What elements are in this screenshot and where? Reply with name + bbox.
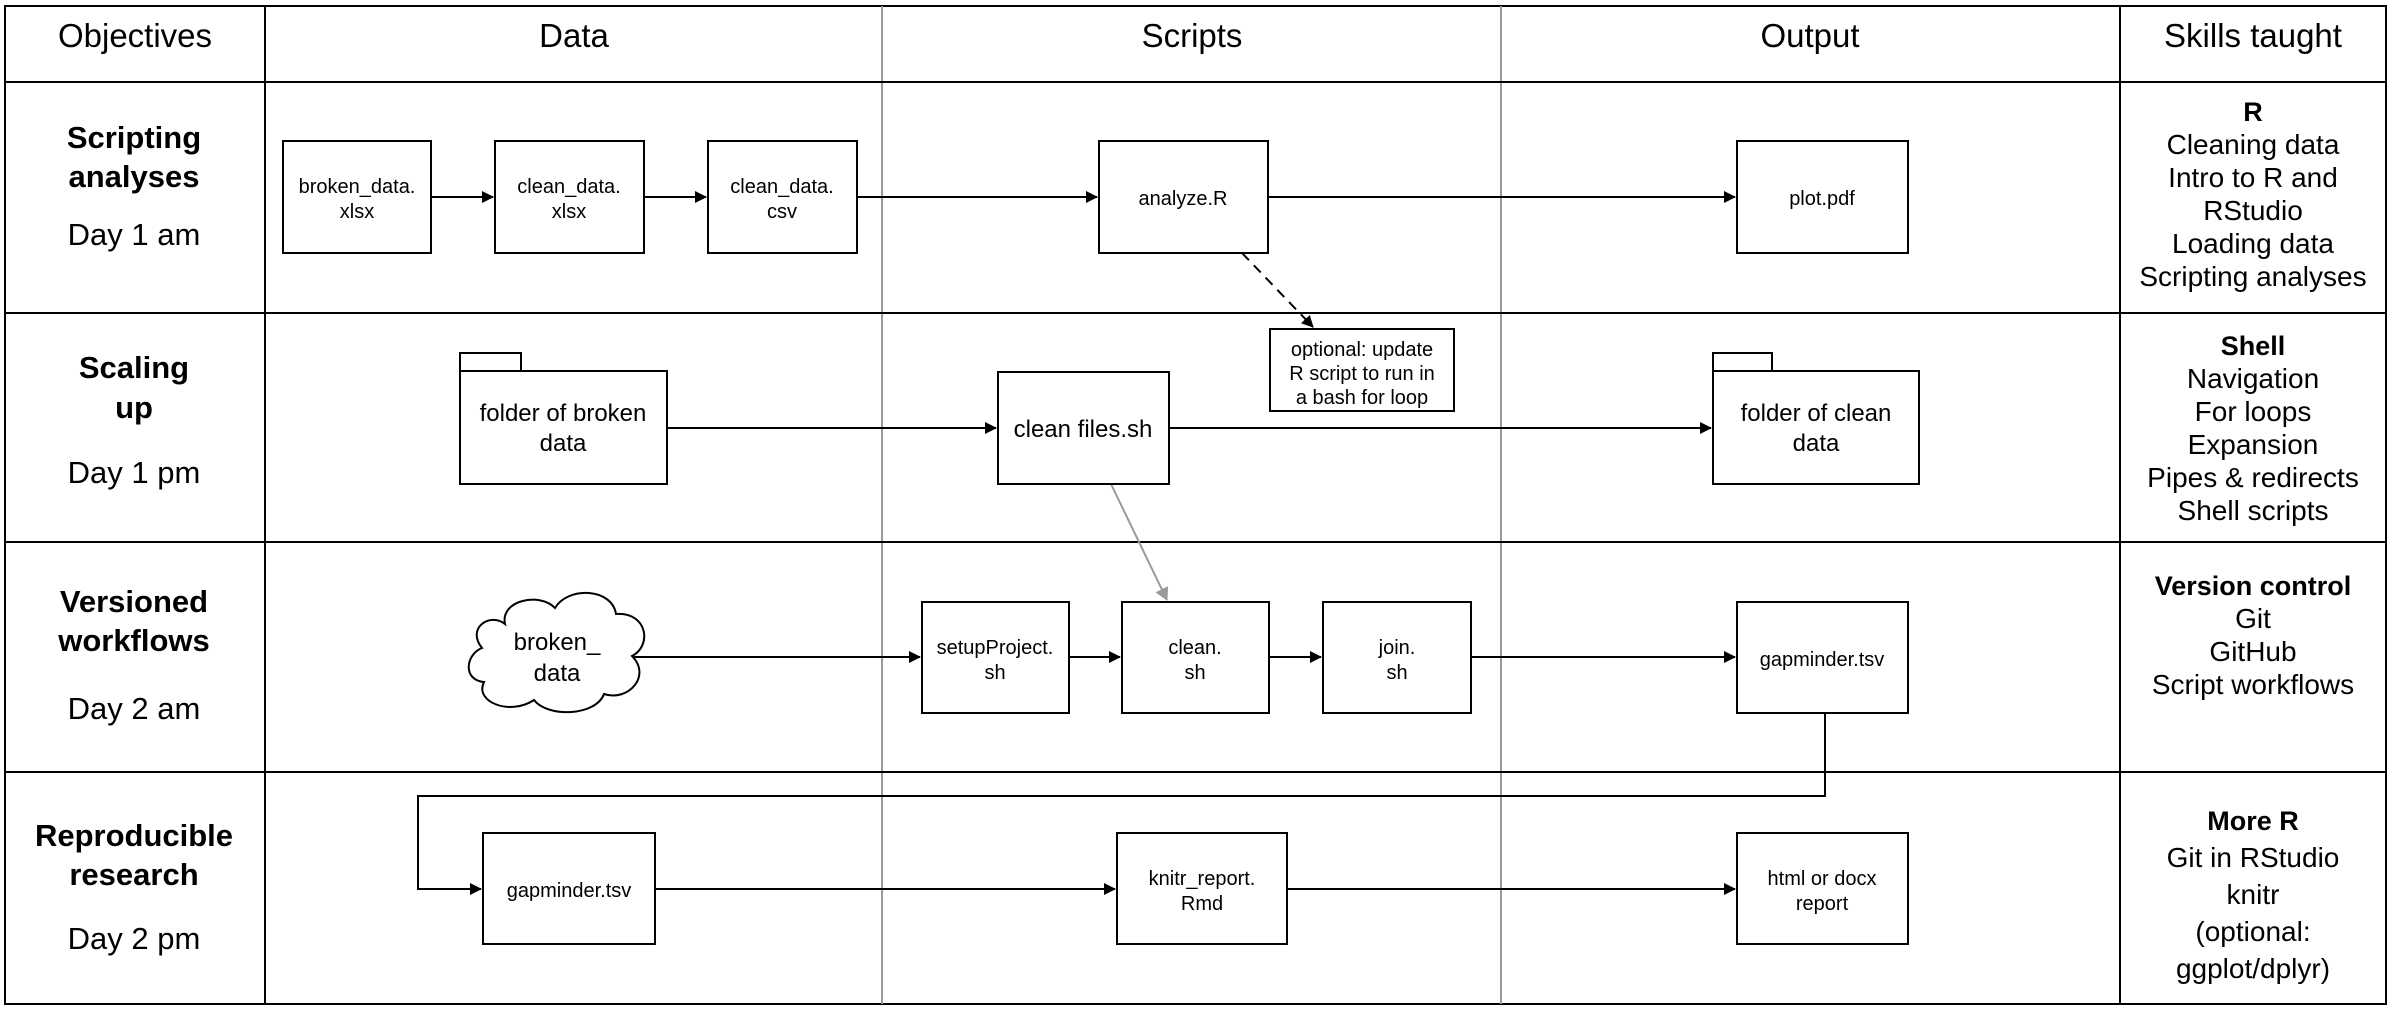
skills-column: R Cleaning data Intro to R and RStudio L… [2139,97,2366,984]
node-label: clean. [1168,637,1221,659]
node-label: data [540,430,587,457]
node-join-sh: join. sh [1322,601,1472,714]
objective-4-title: research [69,857,198,892]
table-grid [4,5,2387,1005]
skill-item: Scripting analyses [2139,261,2366,292]
node-label: sh [984,662,1005,684]
node-label: join. [1378,637,1416,659]
node-label: csv [767,201,797,223]
skill-item: Script workflows [2152,669,2354,700]
skill-item: Intro to R and [2168,162,2338,193]
objective-1-day: Day 1 am [68,217,201,252]
skill-item: Shell scripts [2178,495,2329,526]
node-label: plot.pdf [1789,188,1855,210]
objective-1-title: Scripting [67,120,201,155]
flow-nodes: broken_data. xlsx clean_data. xlsx clean… [282,140,1920,945]
skill-item: Navigation [2187,363,2319,394]
skill-item: Pipes & redirects [2147,462,2359,493]
skill-item: Cleaning data [2167,129,2340,160]
objective-1-title: analyses [69,159,200,194]
node-label: Rmd [1181,893,1223,915]
node-clean-sh: clean. sh [1121,601,1270,714]
node-label: html or docx [1768,868,1877,890]
node-setup-project-sh: setupProject. sh [921,601,1070,714]
node-label: gapminder.tsv [1760,649,1885,671]
node-label: a bash for loop [1296,387,1428,409]
header-output: Output [1760,17,1859,54]
node-clean-files-sh: clean files.sh [997,371,1170,485]
skill-item: Loading data [2172,228,2334,259]
node-analyze-r: analyze.R [1098,140,1269,254]
skills-r-title: R [2243,97,2263,127]
skills-shell-title: Shell [2221,331,2286,361]
arrow-gapminder-to-row4 [417,713,1826,895]
objective-2-day: Day 1 pm [68,455,201,490]
objective-2-title: Scaling [79,350,189,385]
node-plot-pdf: plot.pdf [1736,140,1909,254]
objectives-column: Scripting analyses Day 1 am Scaling up D… [35,120,233,956]
node-clean-data-csv: clean_data. csv [707,140,858,254]
node-label: clean_data. [517,176,620,198]
node-label: folder of broken [480,400,647,427]
node-gapminder-output: gapminder.tsv [1736,601,1909,714]
node-label: gapminder.tsv [507,880,632,902]
objective-2-title: up [115,390,153,425]
node-label: folder of clean [1741,400,1892,427]
node-label: analyze.R [1139,188,1228,210]
node-label: data [534,660,581,687]
skills-version-control-title: Version control [2155,571,2352,601]
node-label: data [1793,430,1840,457]
node-broken-data-xlsx: broken_data. xlsx [282,140,432,254]
skill-item: ggplot/dplyr) [2176,953,2330,984]
skill-item: Git [2235,603,2271,634]
header-data: Data [539,17,609,54]
node-label: clean files.sh [1014,416,1153,443]
node-folder-clean-data: folder of clean data [1712,352,1920,485]
node-gapminder-input: gapminder.tsv [482,832,656,945]
objective-3-day: Day 2 am [68,691,201,726]
node-optional-update-note: optional: update R script to run in a ba… [1269,328,1455,412]
column-headers: Objectives Data Scripts Output Skills ta… [58,17,2342,54]
header-skills: Skills taught [2164,17,2342,54]
node-label: setupProject. [937,637,1054,659]
node-label: R script to run in [1289,363,1435,385]
skill-item: Expansion [2188,429,2319,460]
header-scripts: Scripts [1142,17,1243,54]
node-label: xlsx [552,201,586,223]
skill-item: RStudio [2203,195,2303,226]
objective-3-title: Versioned [60,584,208,619]
node-label: sh [1386,662,1407,684]
objective-3-title: workflows [57,623,210,658]
skill-item: knitr [2227,879,2280,910]
node-knitr-report-rmd: knitr_report. Rmd [1116,832,1288,945]
node-label: sh [1184,662,1205,684]
skills-more-r-title: More R [2207,806,2299,836]
node-label: xlsx [340,201,374,223]
skill-item: (optional: [2195,916,2310,947]
objective-4-title: Reproducible [35,818,233,853]
node-label: optional: update [1291,339,1433,361]
node-html-docx-report: html or docx report [1736,832,1909,945]
node-label: clean_data. [730,176,833,198]
arrow-clean-files-to-clean-sh [1110,483,1169,601]
header-objectives: Objectives [58,17,212,54]
node-label: knitr_report. [1149,868,1256,890]
node-label: report [1796,893,1849,915]
node-broken-data-cloud: broken_ data [467,592,646,713]
arrow-analyze-to-optional [1241,252,1314,328]
skill-item: GitHub [2209,636,2296,667]
flow-arrows [417,191,1826,895]
objective-4-day: Day 2 pm [68,921,201,956]
node-clean-data-xlsx: clean_data. xlsx [494,140,645,254]
node-label: broken_ [514,629,601,656]
node-folder-broken-data: folder of broken data [459,352,668,485]
skill-item: Git in RStudio [2167,842,2340,873]
node-label: broken_data. [299,176,416,198]
skill-item: For loops [2195,396,2312,427]
